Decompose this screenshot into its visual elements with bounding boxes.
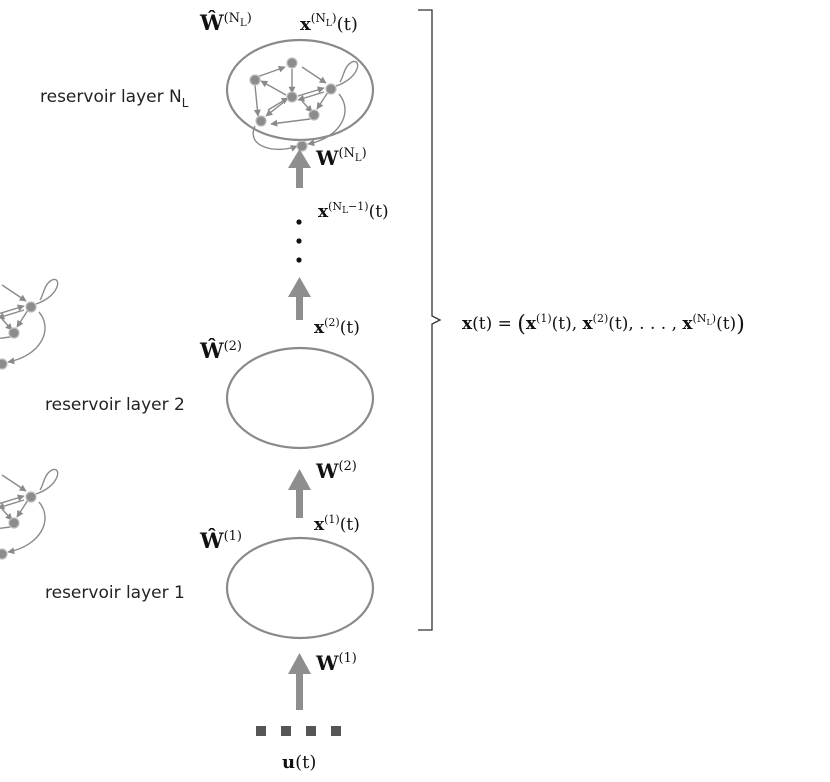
reservoir-layer-nl (225, 38, 375, 151)
input-vector-icon (256, 726, 341, 736)
arrow-up-icon (288, 277, 311, 320)
arrow-up-icon (288, 149, 311, 188)
input-weights-1: W(1) (315, 651, 357, 675)
reservoir-layer-1 (0, 466, 375, 640)
layer-label: reservoir layer 2 (45, 395, 185, 415)
reservoir-ellipse (225, 38, 375, 142)
state-1: x(1)(t) (314, 513, 360, 535)
state-nl: x(NL)(t) (300, 11, 358, 35)
recurrent-weights-1: Ŵ(1) (199, 528, 242, 553)
reservoir-layer-2 (0, 276, 375, 450)
layer-label: reservoir layer NL (40, 87, 189, 110)
recurrent-weights-nl: Ŵ(NL) (199, 10, 252, 35)
recurrent-weights-2: Ŵ(2) (199, 338, 242, 363)
global-state-equation: x(t) = (x(1)(t), x(2)(t), . . . , x(NL)(… (462, 312, 745, 337)
arrow-up-icon (288, 653, 311, 710)
right-brace-icon (418, 9, 442, 631)
state-2: x(2)(t) (314, 316, 360, 338)
layer-label: reservoir layer 1 (45, 583, 185, 603)
input-weights-2: W(2) (315, 459, 357, 483)
input-label: u(t) (282, 752, 316, 773)
vertical-ellipsis-icon (296, 219, 302, 263)
input-weights-nl: W(NL) (315, 146, 367, 170)
arrow-up-icon (288, 469, 311, 518)
reservoir-ellipse (225, 536, 375, 640)
state-nl-minus-1: x(NL−1)(t) (318, 200, 389, 222)
reservoir-ellipse (225, 346, 375, 450)
